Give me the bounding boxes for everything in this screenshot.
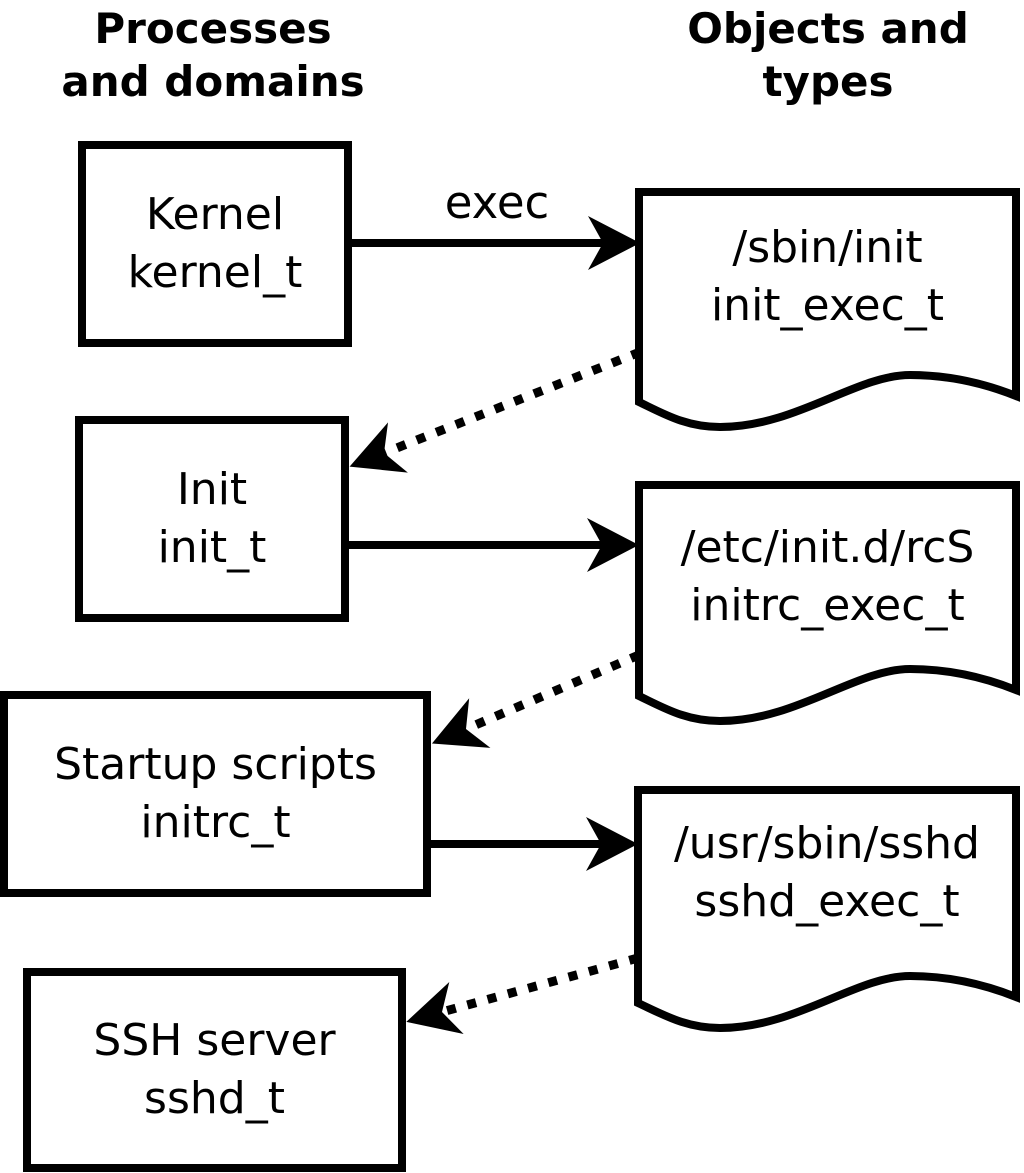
process-title-ssh-server: SSH server: [93, 1015, 336, 1066]
process-label-startup-scripts: Startup scripts initrc_t: [4, 695, 427, 893]
process-type-init: init_t: [157, 522, 267, 573]
column-header-processes-and-domains: Processes and domains: [61, 4, 365, 106]
process-box-init: [75, 416, 349, 622]
process-box-startup-scripts: [0, 691, 431, 897]
object-doc-etc-initd-rcs: [635, 481, 1020, 726]
process-title-startup-scripts: Startup scripts: [54, 739, 377, 790]
transition-arrow-rcs-to-startup: [431, 650, 641, 748]
exec-arrow-label: exec: [444, 176, 550, 229]
object-type-sbin-init: init_exec_t: [710, 280, 945, 331]
column-header-objects-and-types: Objects and types: [687, 4, 969, 106]
transition-arrow-sshd-exec-to-sshd: [406, 953, 640, 1035]
object-path-usr-sbin-sshd: /usr/sbin/sshd: [673, 817, 980, 869]
object-doc-usr-sbin-sshd: [634, 786, 1020, 1033]
object-path-etc-initd-rcs: /etc/init.d/rcS: [680, 522, 975, 573]
process-box-ssh-server: [23, 968, 406, 1172]
object-type-usr-sbin-sshd: sshd_exec_t: [694, 875, 960, 927]
process-title-kernel: Kernel: [145, 189, 285, 240]
object-label-etc-initd-rcs: /etc/init.d/rcS initrc_exec_t: [639, 485, 1016, 669]
process-type-startup-scripts: initrc_t: [140, 797, 291, 848]
process-label-init: Init init_t: [79, 420, 345, 618]
object-type-etc-initd-rcs: initrc_exec_t: [690, 580, 965, 631]
process-type-ssh-server: sshd_t: [144, 1073, 285, 1124]
process-box-kernel: [78, 141, 352, 347]
process-label-ssh-server: SSH server sshd_t: [27, 972, 402, 1168]
process-type-kernel: kernel_t: [127, 247, 303, 298]
object-path-sbin-init: /sbin/init: [732, 222, 923, 273]
process-title-init: Init: [176, 464, 248, 515]
object-label-sbin-init: /sbin/init init_exec_t: [639, 192, 1016, 362]
transition-arrow-sbin-init-to-init: [349, 347, 642, 473]
process-label-kernel: Kernel kernel_t: [82, 145, 348, 343]
object-doc-sbin-init: [635, 188, 1020, 432]
object-label-usr-sbin-sshd: /usr/sbin/sshd sshd_exec_t: [638, 790, 1016, 955]
